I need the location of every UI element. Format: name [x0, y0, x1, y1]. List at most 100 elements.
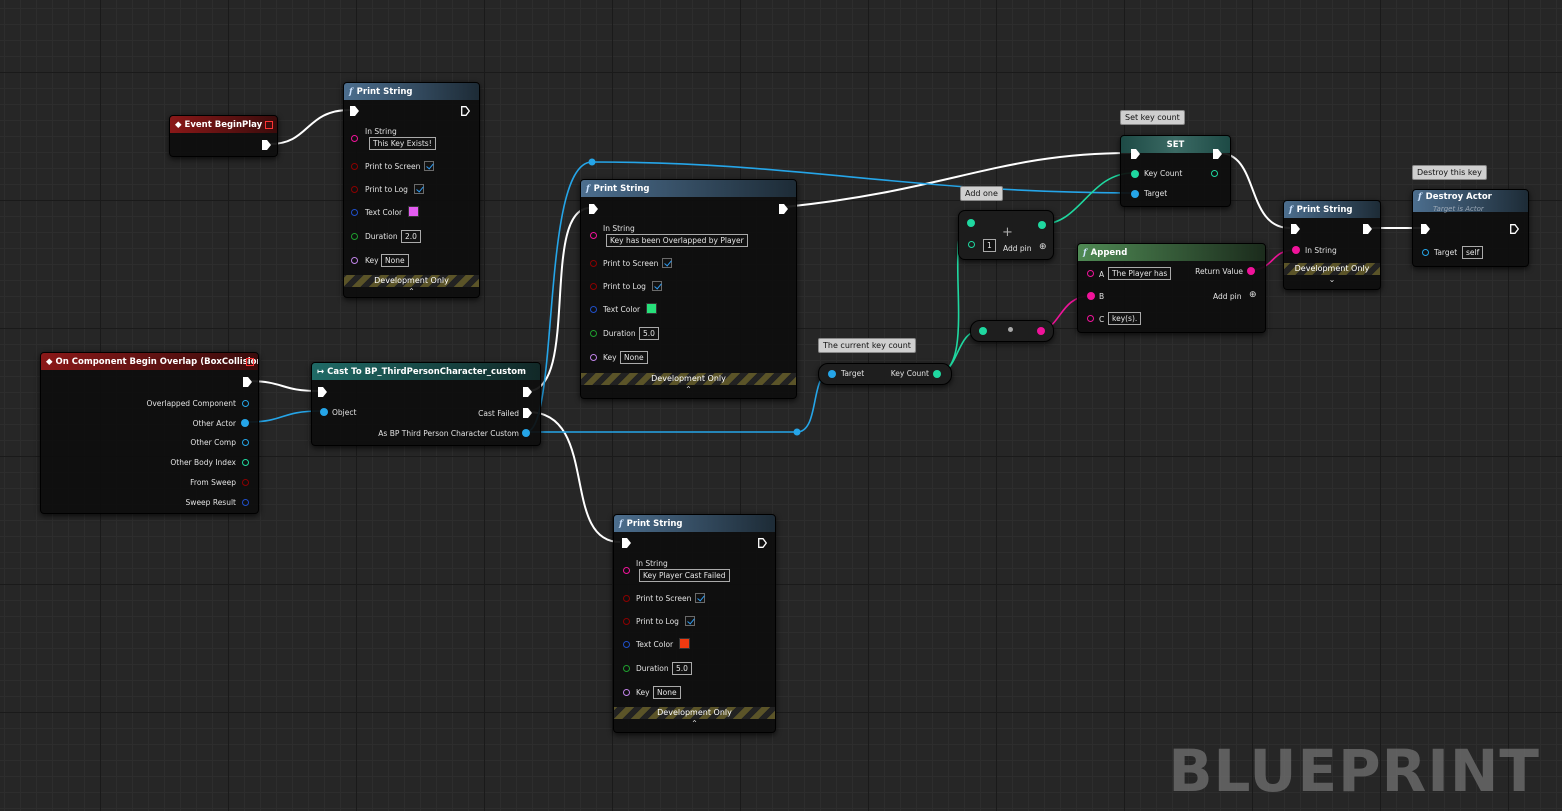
duration-field[interactable]: 5.0 — [672, 662, 692, 675]
duration-pin[interactable] — [623, 665, 630, 672]
as-character-pin[interactable] — [522, 429, 530, 437]
add-node[interactable]: 1 + Add pin ⊕ — [958, 210, 1054, 260]
other-comp-pin[interactable] — [242, 439, 249, 446]
print-log-checkbox[interactable] — [414, 184, 424, 194]
exec-out-pin[interactable] — [1213, 149, 1222, 159]
key-count-out-pin[interactable] — [1211, 170, 1218, 177]
exec-out-pin[interactable] — [1510, 224, 1519, 234]
add-pin-icon[interactable]: ⊕ — [1039, 242, 1047, 252]
duration-pin[interactable] — [351, 233, 358, 240]
print-log-pin[interactable] — [351, 186, 358, 193]
in-string-field[interactable]: This Key Exists! — [369, 137, 436, 150]
text-color-pin[interactable] — [623, 641, 630, 648]
c-pin[interactable] — [1087, 315, 1094, 322]
add-pin-icon[interactable]: ⊕ — [1249, 290, 1257, 300]
key-count-in-pin[interactable] — [1131, 170, 1139, 178]
a-value-field[interactable]: The Player has — [1108, 267, 1172, 280]
a-pin[interactable] — [967, 219, 975, 227]
target-pin[interactable] — [1422, 249, 1429, 256]
string-out-pin[interactable] — [1037, 327, 1045, 335]
b-pin[interactable] — [1087, 292, 1095, 300]
in-string-pin[interactable] — [351, 135, 358, 142]
event-beginplay-node[interactable]: ◆ Event BeginPlay — [169, 115, 278, 157]
exec-out-pin[interactable] — [1363, 224, 1372, 234]
delegate-pin-icon[interactable] — [246, 357, 254, 366]
exec-in-pin[interactable] — [350, 106, 359, 116]
key-field[interactable]: None — [381, 254, 409, 267]
set-node[interactable]: SET Key Count Target — [1120, 135, 1231, 207]
exec-in-pin[interactable] — [589, 204, 598, 214]
comment-bubble[interactable]: The current key count — [818, 338, 916, 353]
target-pin[interactable] — [828, 370, 836, 378]
key-pin[interactable] — [623, 689, 630, 696]
overlap-event-node[interactable]: ◆ On Component Begin Overlap (BoxCollisi… — [40, 352, 259, 514]
exec-out-pin[interactable] — [461, 106, 470, 116]
exec-out-pin[interactable] — [243, 377, 252, 387]
add-pin-label[interactable]: Add pin — [1213, 292, 1242, 301]
return-value-pin[interactable] — [1247, 267, 1255, 275]
print-screen-checkbox[interactable] — [695, 593, 705, 603]
expand-chevron-icon[interactable]: ⌃ — [685, 385, 692, 394]
exec-out-pin[interactable] — [758, 538, 767, 548]
add-pin-label[interactable]: Add pin — [1003, 244, 1032, 253]
a-pin[interactable] — [1087, 270, 1094, 277]
c-value-field[interactable]: key(s). — [1108, 312, 1142, 325]
print-log-checkbox[interactable] — [652, 281, 662, 291]
from-sweep-pin[interactable] — [242, 479, 249, 486]
object-pin[interactable] — [320, 408, 328, 416]
target-value-field[interactable]: self — [1462, 246, 1484, 259]
in-string-field[interactable]: Key has been Overlapped by Player — [606, 234, 748, 247]
print-log-checkbox[interactable] — [685, 616, 695, 626]
to-string-node[interactable] — [970, 320, 1054, 342]
duration-field[interactable]: 5.0 — [639, 327, 659, 340]
text-color-swatch[interactable] — [408, 206, 419, 217]
other-body-index-pin[interactable] — [242, 459, 249, 466]
comment-bubble[interactable]: Add one — [960, 186, 1003, 201]
exec-out-pin[interactable] — [523, 387, 532, 397]
b-value-field[interactable]: 1 — [983, 239, 996, 252]
in-string-field[interactable]: Key Player Cast Failed — [639, 569, 730, 582]
print-screen-pin[interactable] — [351, 163, 358, 170]
exec-in-pin[interactable] — [1131, 149, 1140, 159]
comment-bubble[interactable]: Destroy this key — [1412, 165, 1487, 180]
overlapped-component-pin[interactable] — [242, 400, 249, 407]
in-string-pin[interactable] — [590, 232, 597, 239]
result-pin[interactable] — [1038, 221, 1046, 229]
key-count-pin[interactable] — [933, 370, 941, 378]
print-screen-pin[interactable] — [590, 260, 597, 267]
duration-field[interactable]: 2.0 — [401, 230, 421, 243]
int-in-pin[interactable] — [979, 327, 987, 335]
delegate-pin-icon[interactable] — [265, 120, 273, 129]
b-pin[interactable] — [968, 241, 975, 248]
in-string-pin[interactable] — [1292, 246, 1300, 254]
print-log-pin[interactable] — [590, 283, 597, 290]
key-pin[interactable] — [590, 354, 597, 361]
cast-node[interactable]: ↦Cast To BP_ThirdPersonCharacter_custom … — [311, 362, 541, 446]
exec-in-pin[interactable] — [622, 538, 631, 548]
key-field[interactable]: None — [620, 351, 648, 364]
print-screen-checkbox[interactable] — [662, 258, 672, 268]
other-actor-pin[interactable] — [241, 419, 249, 427]
expand-chevron-icon[interactable]: ⌄ — [1328, 275, 1336, 284]
text-color-pin[interactable] — [351, 209, 358, 216]
text-color-pin[interactable] — [590, 306, 597, 313]
cast-failed-pin[interactable] — [523, 408, 532, 418]
sweep-result-pin[interactable] — [242, 499, 249, 506]
exec-in-pin[interactable] — [318, 387, 327, 397]
text-color-swatch[interactable] — [646, 303, 657, 314]
print-screen-checkbox[interactable] — [424, 161, 434, 171]
duration-pin[interactable] — [590, 330, 597, 337]
get-key-count-node[interactable]: Target Key Count — [818, 363, 952, 385]
target-pin[interactable] — [1131, 190, 1139, 198]
exec-in-pin[interactable] — [1421, 224, 1430, 234]
text-color-swatch[interactable] — [679, 638, 690, 649]
exec-out-pin[interactable] — [262, 140, 271, 150]
in-string-pin[interactable] — [623, 567, 630, 574]
key-pin[interactable] — [351, 257, 358, 264]
